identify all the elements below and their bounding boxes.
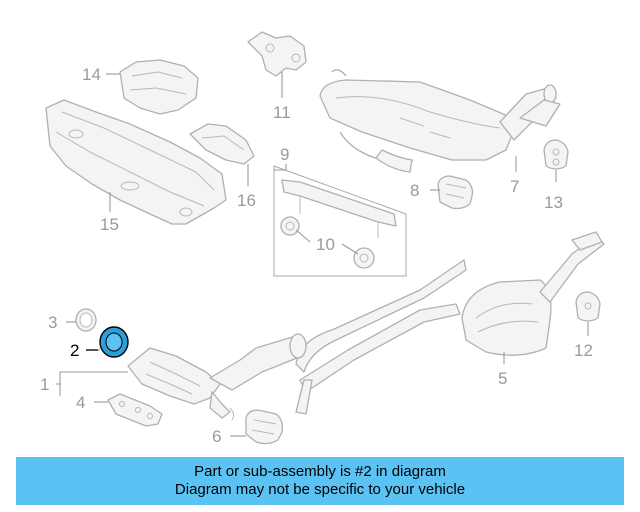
callout-3: 3	[48, 313, 57, 332]
callout-2: 2	[70, 341, 79, 360]
callout-labels: 14 11 9 8 7 13 16 15 10 3 2 12 1 5 4 6	[40, 65, 593, 446]
callout-5: 5	[498, 369, 507, 388]
callout-10: 10	[316, 235, 335, 254]
callout-12: 12	[574, 341, 593, 360]
callout-11: 11	[273, 103, 291, 122]
banner-line-2: Diagram may not be specific to your vehi…	[174, 481, 466, 498]
banner-line-1: Part or sub-assembly is #2 in diagram	[194, 463, 446, 480]
callout-9: 9	[280, 145, 289, 164]
callout-14: 14	[82, 65, 101, 84]
info-banner: Part or sub-assembly is #2 in diagram Di…	[16, 457, 624, 505]
heat-shield-15	[45, 99, 227, 225]
callout-16: 16	[237, 191, 256, 210]
center-pipe-and-muffler-5	[295, 231, 605, 415]
gasket-3	[75, 308, 97, 332]
clamp-6	[245, 409, 284, 445]
heat-shield-14	[119, 59, 199, 115]
crossmember-9	[273, 165, 407, 277]
callout-8: 8	[410, 181, 419, 200]
callout-1: 1	[40, 375, 49, 394]
flange-gasket-4	[107, 393, 163, 427]
gasket-2-highlighted	[99, 326, 129, 358]
callout-6: 6	[212, 427, 221, 446]
hanger-13	[543, 139, 569, 170]
bracket-11	[247, 31, 307, 77]
callout-4: 4	[76, 393, 85, 412]
catalytic-converter-1	[127, 333, 307, 421]
clamp-8	[437, 175, 474, 210]
exhaust-system-diagram: 14 11 9 8 7 13 16 15 10 3 2 12 1 5 4 6	[40, 31, 605, 446]
callout-15: 15	[100, 215, 119, 234]
callout-13: 13	[544, 193, 563, 212]
heat-shield-16	[189, 123, 255, 165]
hanger-12	[575, 291, 601, 322]
callout-7: 7	[510, 177, 519, 196]
rear-muffler-7	[319, 69, 561, 173]
